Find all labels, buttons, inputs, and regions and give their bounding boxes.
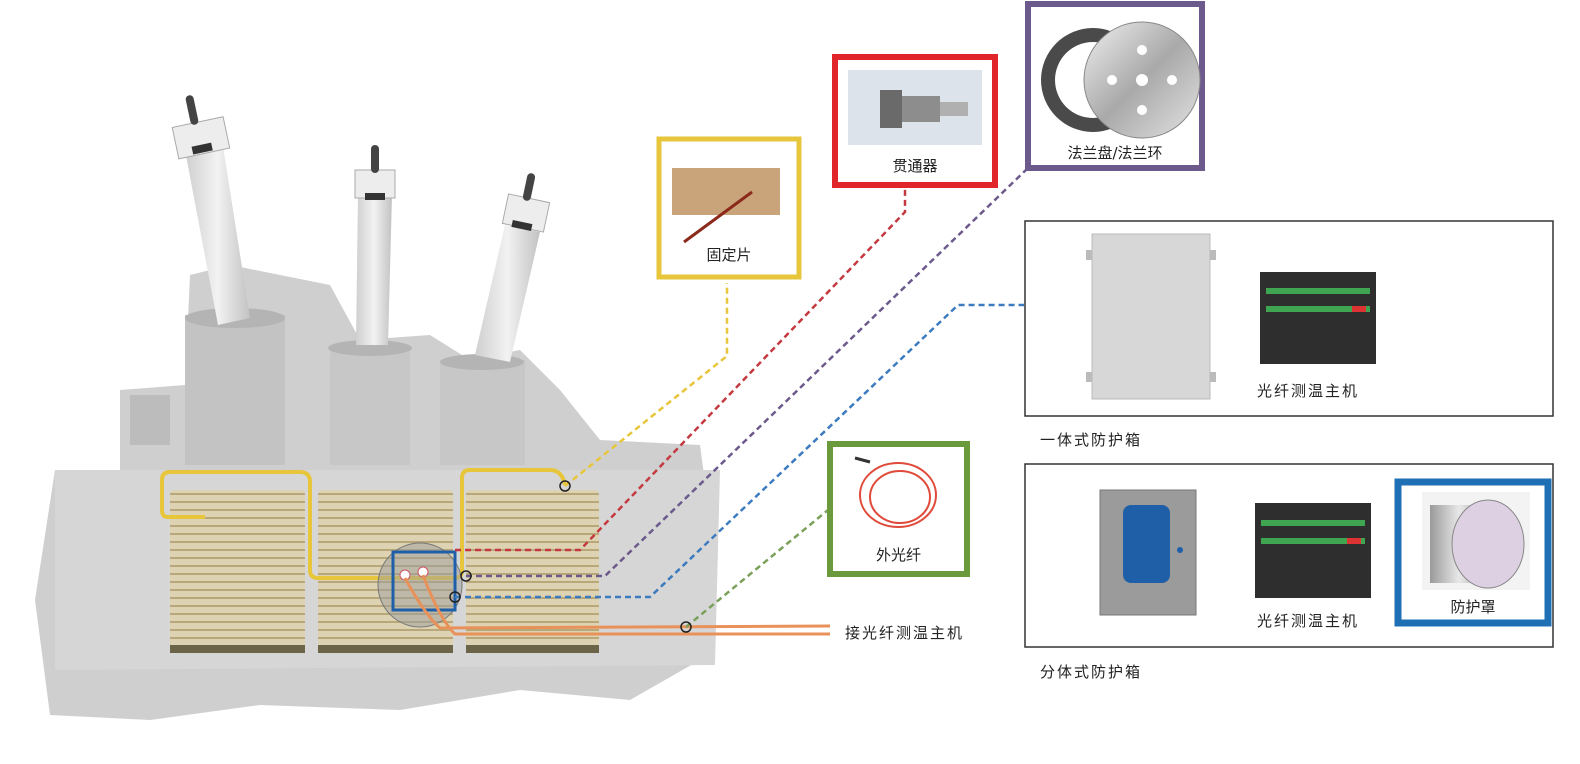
split-box-caption: 分体式防护箱 bbox=[1040, 663, 1143, 681]
outer-fiber-label: 外光纤 bbox=[875, 546, 921, 564]
host-terminal-image bbox=[1255, 503, 1371, 598]
feedthrough-image bbox=[848, 70, 982, 145]
flange-label: 法兰盘/法兰环 bbox=[1067, 144, 1163, 162]
fiber-lead-label: 接光纤测温主机 bbox=[845, 624, 965, 642]
cover-image bbox=[1422, 492, 1530, 590]
fixing-plate-label: 固定片 bbox=[706, 246, 752, 264]
integrated-box-caption: 一体式防护箱 bbox=[1040, 431, 1143, 449]
integrated-host-label: 光纤测温主机 bbox=[1257, 382, 1360, 400]
flange-image bbox=[1041, 21, 1201, 139]
split-host-label: 光纤测温主机 bbox=[1257, 612, 1360, 630]
fixing-plate-image bbox=[672, 168, 780, 244]
enclosure-image bbox=[1099, 489, 1197, 616]
enclosure-image bbox=[1086, 233, 1216, 400]
protective-cover-label: 防护罩 bbox=[1450, 598, 1496, 616]
feedthrough-label: 贯通器 bbox=[892, 157, 938, 175]
fiber-cable-image bbox=[854, 456, 937, 528]
host-terminal-image bbox=[1260, 272, 1376, 364]
outer-fiber-callout bbox=[827, 441, 970, 577]
